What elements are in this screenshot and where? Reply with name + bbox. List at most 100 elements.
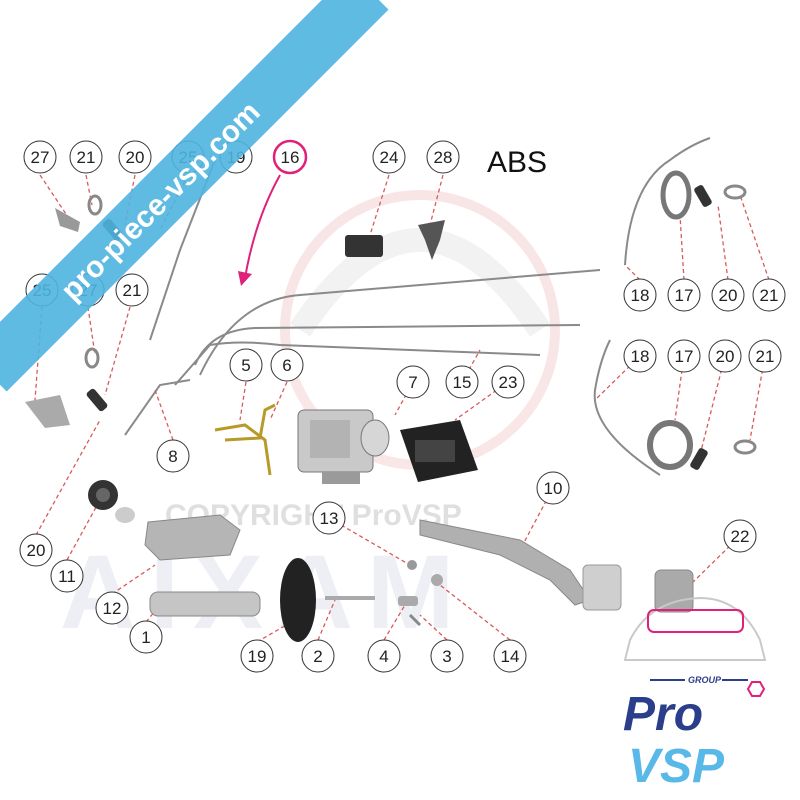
callout-number: 6 bbox=[282, 356, 291, 375]
abs-sensor bbox=[418, 220, 445, 260]
callout-circle bbox=[667, 278, 701, 312]
callout-number: 8 bbox=[168, 447, 177, 466]
callout-circle bbox=[536, 471, 570, 505]
callout-number: 21 bbox=[756, 347, 775, 366]
callout-circle bbox=[95, 591, 129, 625]
callout-number: 21 bbox=[77, 148, 96, 167]
callout-21: 21 bbox=[69, 140, 103, 174]
callout-number: 12 bbox=[103, 599, 122, 618]
callout-22: 22 bbox=[723, 519, 757, 553]
callout-circle bbox=[623, 339, 657, 373]
callout-circle bbox=[118, 140, 152, 174]
callout-number: 24 bbox=[380, 148, 399, 167]
callout-number: 5 bbox=[241, 356, 250, 375]
callout-circle bbox=[708, 339, 742, 373]
callout-number: 14 bbox=[501, 647, 520, 666]
pedal-bolt bbox=[407, 560, 417, 570]
wheel-speed-sensor-front bbox=[694, 185, 712, 207]
callout-13: 13 bbox=[312, 501, 346, 535]
logo-vsp-text: VSP bbox=[628, 740, 725, 793]
callout-circle bbox=[69, 140, 103, 174]
callout-circle bbox=[723, 519, 757, 553]
callout-number: 10 bbox=[544, 479, 563, 498]
callout-number: 20 bbox=[27, 541, 46, 560]
logo-pro-text: Pro bbox=[623, 688, 703, 741]
callout-circle bbox=[312, 501, 346, 535]
banner-text: pro-piece-vsp.com bbox=[55, 95, 267, 307]
watermark-banner: pro-piece-vsp.com bbox=[0, 0, 389, 392]
callout-number: 21 bbox=[760, 286, 779, 305]
callout-circle bbox=[50, 559, 84, 593]
callout-circle bbox=[19, 533, 53, 567]
callout-19: 19 bbox=[240, 639, 274, 673]
brake-servo bbox=[280, 558, 316, 642]
callout-14: 14 bbox=[493, 639, 527, 673]
mounting-bracket-2 bbox=[25, 395, 70, 428]
callout-number: 18 bbox=[631, 347, 650, 366]
grommet-2 bbox=[733, 439, 757, 455]
wheel-speed-sensor-rear bbox=[690, 448, 708, 470]
callout-circle bbox=[396, 365, 430, 399]
reservoir-filter bbox=[115, 507, 135, 523]
callout-4: 4 bbox=[367, 639, 401, 673]
callout-20: 20 bbox=[118, 140, 152, 174]
callout-number: 16 bbox=[281, 148, 300, 167]
callout-circle bbox=[272, 139, 308, 175]
callout-18: 18 bbox=[623, 339, 657, 373]
provsp-logo: GROUP Pro VSP bbox=[623, 675, 766, 793]
callout-number: 7 bbox=[408, 373, 417, 392]
callout-21: 21 bbox=[748, 339, 782, 373]
callout-7: 7 bbox=[396, 365, 430, 399]
grommet-3 bbox=[87, 194, 103, 216]
abs-tone-ring-rear bbox=[647, 420, 693, 470]
highlight-arrow bbox=[238, 174, 281, 286]
callout-circle bbox=[445, 365, 479, 399]
callout-17: 17 bbox=[667, 339, 701, 373]
callout-number: 20 bbox=[126, 148, 145, 167]
pedal-nut bbox=[431, 574, 443, 586]
callout-16: 16 bbox=[272, 139, 308, 175]
grommet-1 bbox=[723, 184, 747, 200]
callout-12: 12 bbox=[95, 591, 129, 625]
callout-circle bbox=[493, 639, 527, 673]
callout-circle bbox=[129, 620, 163, 654]
brake-pipe-set bbox=[214, 403, 276, 476]
callout-15: 15 bbox=[445, 365, 479, 399]
callout-5: 5 bbox=[229, 348, 263, 382]
callout-circle bbox=[667, 339, 701, 373]
callout-number: 11 bbox=[58, 567, 76, 586]
callout-circle bbox=[115, 273, 149, 307]
callout-number: 22 bbox=[731, 527, 750, 546]
callout-number: 17 bbox=[675, 286, 694, 305]
callout-17: 17 bbox=[667, 278, 701, 312]
callout-number: 20 bbox=[716, 347, 735, 366]
callout-21: 21 bbox=[115, 273, 149, 307]
callout-number: 28 bbox=[434, 148, 453, 167]
callout-circle bbox=[229, 348, 263, 382]
callout-circle bbox=[301, 639, 335, 673]
mounting-bracket-1 bbox=[55, 208, 80, 232]
pedal-pad bbox=[654, 569, 694, 613]
callout-number: 20 bbox=[719, 286, 738, 305]
part-illustrations bbox=[25, 170, 767, 661]
callout-circle bbox=[752, 278, 786, 312]
callout-number: 3 bbox=[442, 647, 451, 666]
callout-circle bbox=[372, 140, 406, 174]
callout-18: 18 bbox=[623, 278, 657, 312]
brand-watermark: AIXAM bbox=[60, 534, 468, 651]
callout-20: 20 bbox=[19, 533, 53, 567]
callout-number: 21 bbox=[123, 281, 142, 300]
clevis bbox=[398, 596, 418, 606]
callout-23: 23 bbox=[491, 365, 525, 399]
callout-8: 8 bbox=[156, 439, 190, 473]
callout-circle bbox=[623, 278, 657, 312]
reservoir-cap-center bbox=[96, 488, 110, 502]
callout-circle bbox=[748, 339, 782, 373]
callout-20: 20 bbox=[708, 339, 742, 373]
callout-10: 10 bbox=[536, 471, 570, 505]
callout-number: 18 bbox=[631, 286, 650, 305]
wheel-speed-sensor-left-2 bbox=[86, 388, 108, 412]
callout-circle bbox=[240, 639, 274, 673]
abs-bracket bbox=[400, 420, 478, 482]
